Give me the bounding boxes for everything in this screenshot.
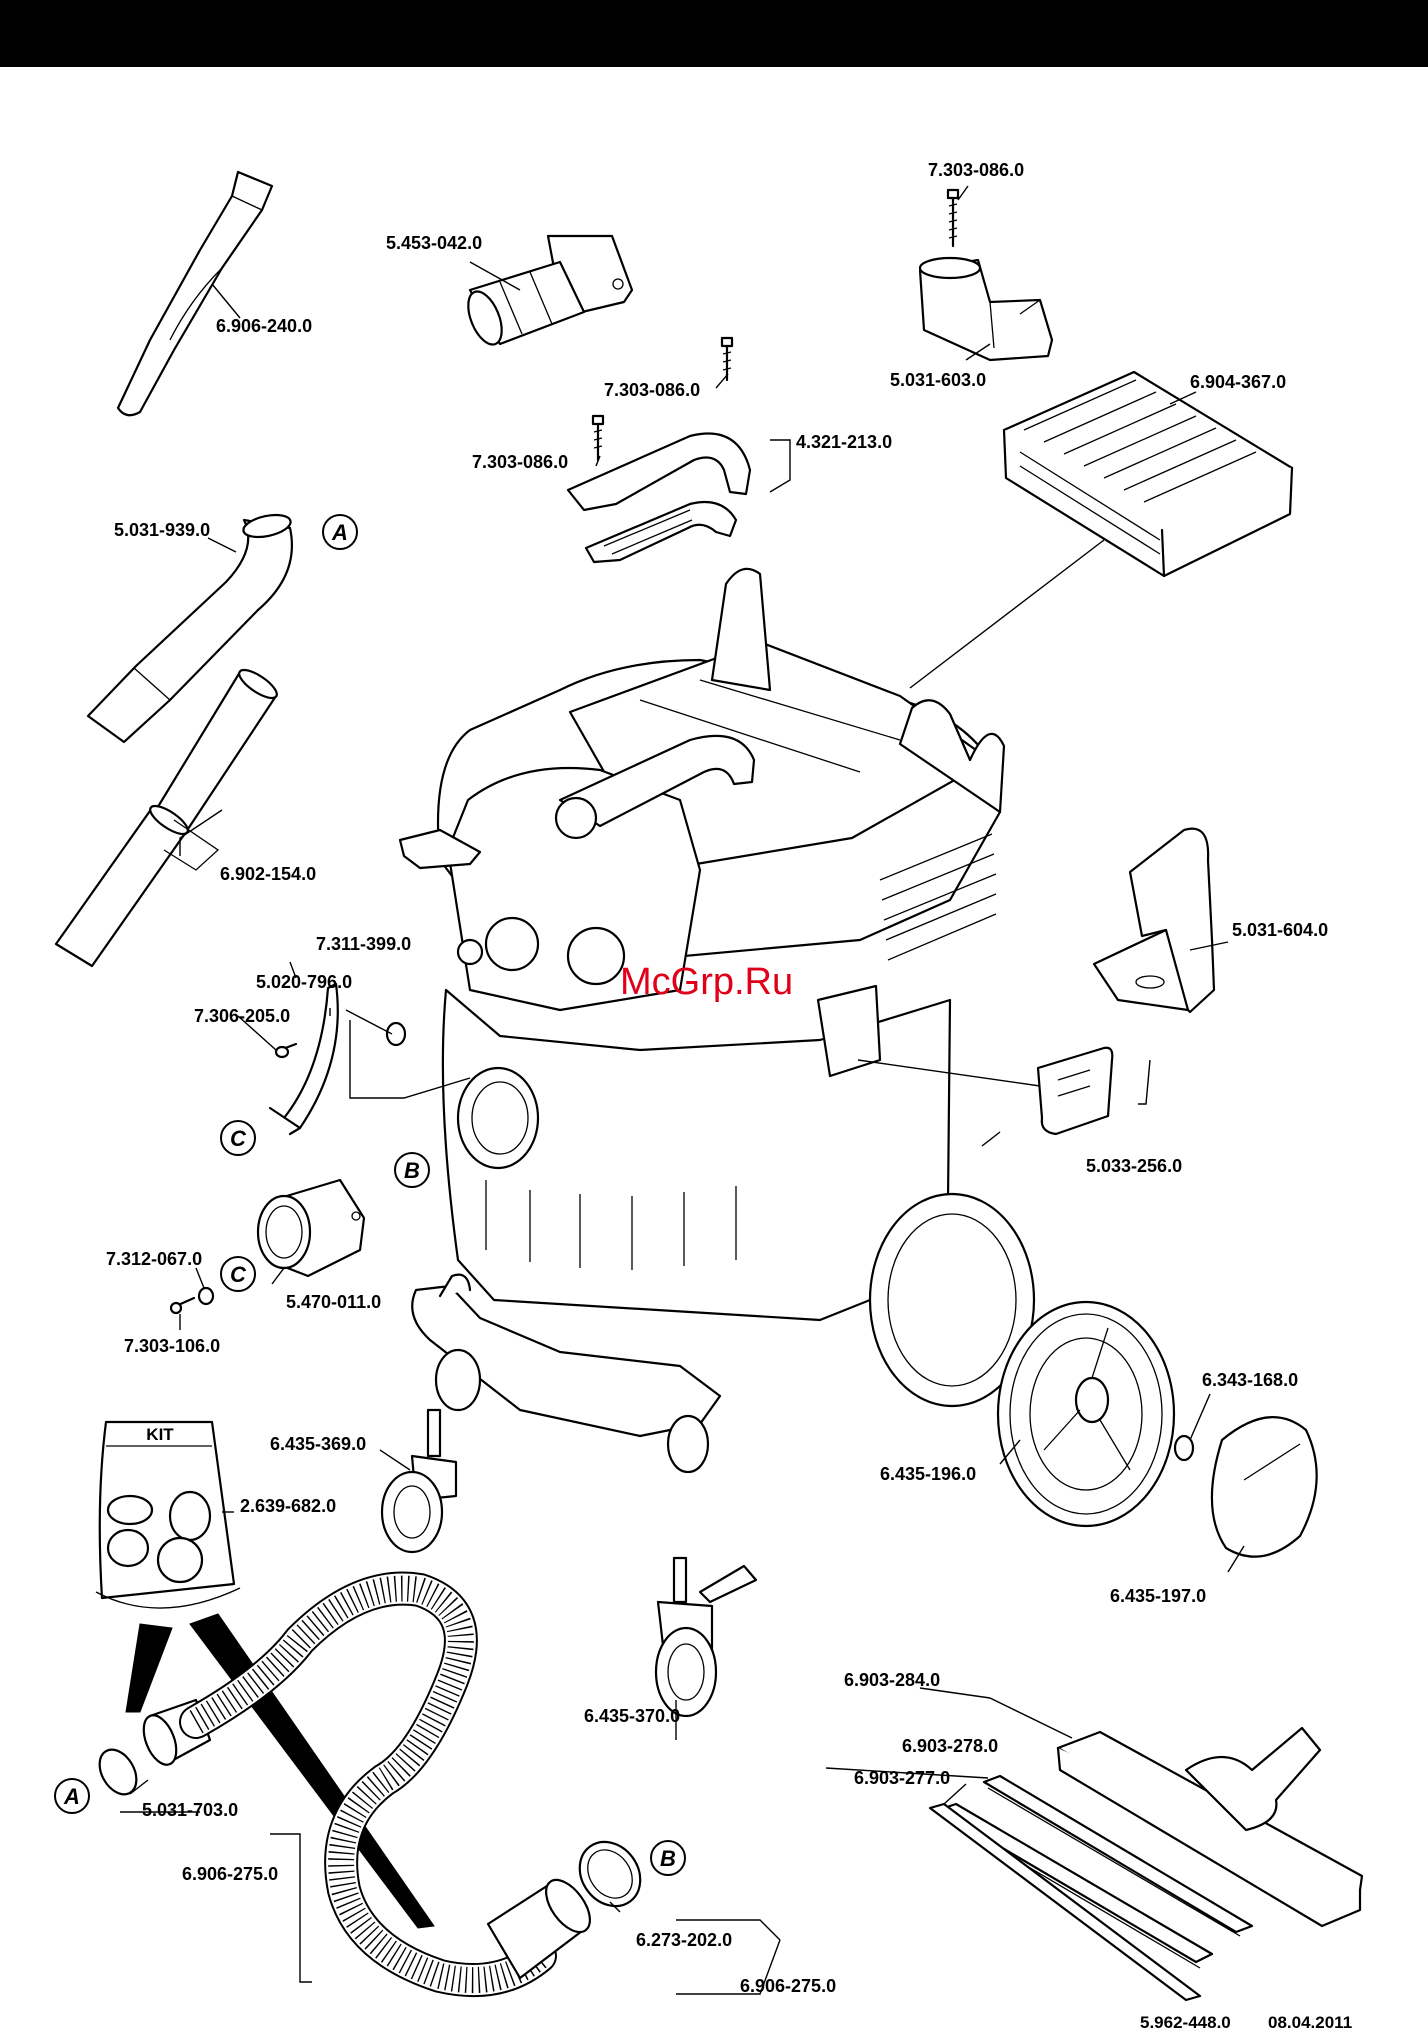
svg-text:A: A bbox=[63, 1784, 80, 1809]
label-suction-tubes: 6.902-154.0 bbox=[220, 864, 316, 884]
rear-wheel-mounted-drawing bbox=[868, 1192, 1036, 1408]
watermark: McGrp.Ru bbox=[620, 961, 793, 1003]
label-cover-clip: 5.033-256.0 bbox=[1086, 1156, 1182, 1176]
svg-text:B: B bbox=[404, 1158, 420, 1183]
vacuum-body-drawing bbox=[398, 567, 1006, 1438]
label-strap: 5.020-796.0 bbox=[256, 972, 352, 992]
header-bar bbox=[0, 0, 1428, 67]
footer-date: 08.04.2011 bbox=[1268, 2013, 1352, 2032]
footer-doc-number: 5.962-448.0 bbox=[1140, 2013, 1231, 2032]
label-hose-assembly-bottom: 6.906-275.0 bbox=[740, 1976, 836, 1996]
label-hub-cap: 6.435-197.0 bbox=[1110, 1586, 1206, 1606]
callout-c-top: C bbox=[220, 1120, 256, 1156]
label-hub-ring: 6.343-168.0 bbox=[1202, 1370, 1298, 1390]
castor-left-drawing bbox=[380, 1408, 458, 1554]
label-adapter-cone: 5.453-042.0 bbox=[386, 233, 482, 253]
body-castors-drawing bbox=[434, 1348, 710, 1474]
label-accessory-holder: 5.031-604.0 bbox=[1232, 920, 1328, 940]
svg-text:B: B bbox=[660, 1846, 676, 1871]
svg-text:A: A bbox=[331, 520, 348, 545]
label-screw-handle-left: 7.303-086.0 bbox=[472, 452, 568, 472]
rear-wheel-drawing bbox=[996, 1300, 1176, 1528]
nut-drawing bbox=[385, 1021, 407, 1047]
suction-tubes-drawing bbox=[54, 668, 278, 968]
hose-holder-drawing bbox=[918, 256, 1054, 362]
callout-a-top: A bbox=[322, 514, 358, 550]
leader-lines bbox=[120, 185, 1245, 1995]
label-handle: 4.321-213.0 bbox=[796, 432, 892, 452]
suction-hose-drawing bbox=[179, 1571, 557, 1998]
bend-drawing bbox=[86, 513, 294, 744]
kit-bag-label: KIT bbox=[146, 1425, 174, 1444]
label-nut: 7.311-399.0 bbox=[316, 934, 411, 954]
callout-c-bottom: C bbox=[220, 1256, 256, 1292]
label-screw-strap: 7.306-205.0 bbox=[194, 1006, 290, 1026]
handle-drawing bbox=[566, 432, 752, 564]
label-hose-ring-b: 6.273-202.0 bbox=[636, 1930, 732, 1950]
strap-drawing bbox=[268, 982, 339, 1136]
callout-a-bottom: A bbox=[54, 1778, 90, 1814]
label-hose-ring-a: 5.031-703.0 bbox=[142, 1800, 238, 1820]
label-castor-front: 6.435-370.0 bbox=[584, 1706, 680, 1726]
screw-top-drawing bbox=[946, 188, 960, 248]
cover-clip-drawing bbox=[1036, 1046, 1114, 1136]
label-castor-left: 6.435-369.0 bbox=[270, 1434, 366, 1454]
label-rear-wheel: 6.435-196.0 bbox=[880, 1464, 976, 1484]
callout-b-bottom: B bbox=[650, 1840, 686, 1876]
kit-bag-drawing bbox=[95, 1420, 241, 1609]
washer-drawing bbox=[169, 1286, 215, 1315]
label-adapter-ring: 5.470-011.0 bbox=[286, 1292, 381, 1312]
castor-front-drawing bbox=[654, 1556, 758, 1718]
floor-nozzle-drawing bbox=[928, 1726, 1364, 2002]
label-kit: 2.639-682.0 bbox=[240, 1496, 336, 1516]
crevice-nozzle-drawing bbox=[116, 170, 274, 417]
label-screw-adapter: 7.303-106.0 bbox=[124, 1336, 220, 1356]
label-screw-top: 7.303-086.0 bbox=[928, 160, 1024, 180]
label-crevice-nozzle: 6.906-240.0 bbox=[216, 316, 312, 336]
hub-cap-drawing bbox=[1173, 1416, 1318, 1558]
svg-text:C: C bbox=[230, 1262, 247, 1287]
label-hose-assembly-left: 6.906-275.0 bbox=[182, 1864, 278, 1884]
callout-b-top: B bbox=[394, 1152, 430, 1188]
label-screw-handle-right: 7.303-086.0 bbox=[604, 380, 700, 400]
adapter-cone-drawing bbox=[467, 234, 634, 346]
accessory-holder-drawing bbox=[1092, 827, 1216, 1014]
hose-end-drawing bbox=[486, 1840, 642, 1980]
label-rubber-strip: 6.903-277.0 bbox=[854, 1768, 950, 1788]
adapter-ring-drawing bbox=[256, 1178, 366, 1278]
label-washer: 7.312-067.0 bbox=[106, 1249, 202, 1269]
label-brush-strip: 6.903-278.0 bbox=[902, 1736, 998, 1756]
label-flat-filter: 6.904-367.0 bbox=[1190, 372, 1286, 392]
label-bend: 5.031-939.0 bbox=[114, 520, 210, 540]
flat-filter-drawing bbox=[1002, 370, 1294, 578]
label-floor-nozzle: 6.903-284.0 bbox=[844, 1670, 940, 1690]
label-hose-holder: 5.031-603.0 bbox=[890, 370, 986, 390]
svg-text:C: C bbox=[230, 1126, 247, 1151]
